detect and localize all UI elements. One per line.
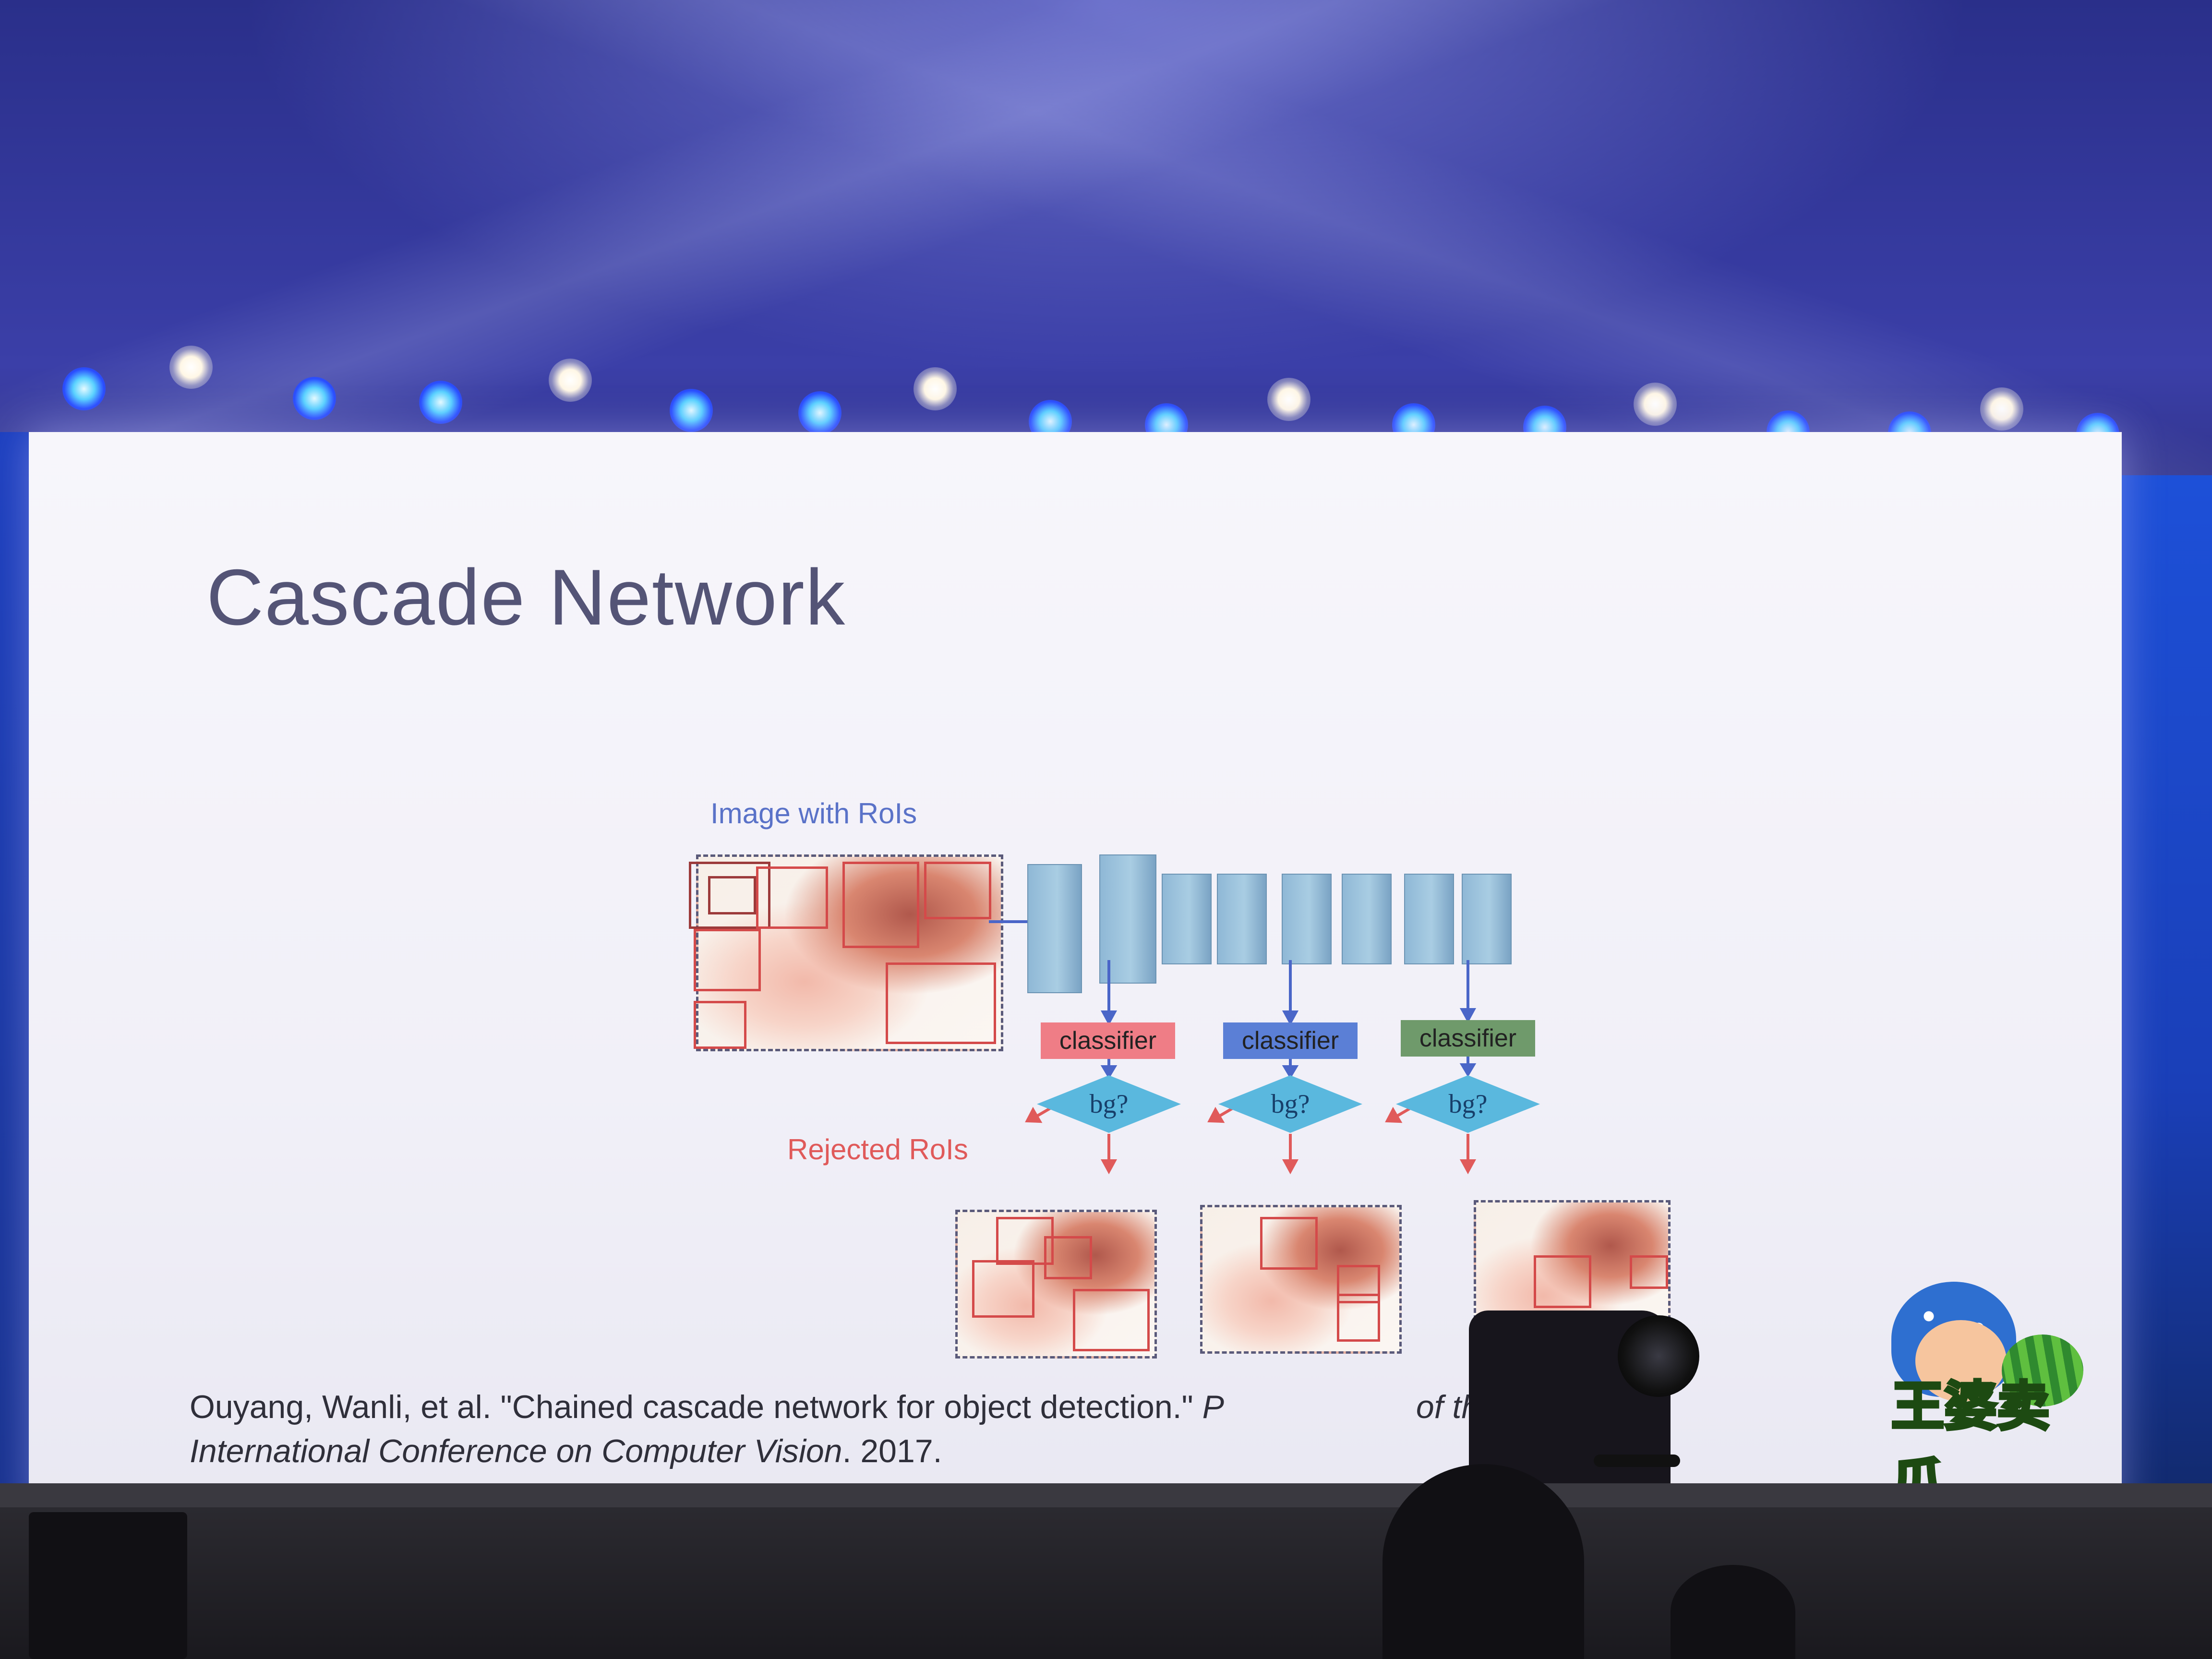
watermark-text: 王婆卖瓜 [1890,1376,2051,1515]
decision-diamond: bg? [1218,1075,1362,1133]
citation: Ouyang, Wanli, et al. "Chained cascade n… [190,1385,1918,1473]
citation-venue: International Conference on Computer Vis… [190,1433,842,1469]
roi-box [972,1260,1034,1318]
stage-light-icon [914,367,957,410]
input-image [689,854,1003,1051]
roi-box [1260,1217,1318,1270]
roi-box [694,929,761,991]
stage-light-icon [798,391,842,434]
side-led-panel-left [0,432,29,1488]
projection-screen: Cascade Network Image with RoIs [29,432,2122,1517]
mascot-face [1915,1320,2007,1402]
classifier-label: classifier [1419,1024,1517,1052]
stage-light-icon [169,346,213,389]
stage-light-icon [670,389,713,432]
decision-diamond: bg? [1037,1075,1181,1133]
stage-light-beams [0,0,2212,480]
output-image-1 [955,1210,1157,1358]
network-layer [1162,874,1212,964]
watermelon-icon [2002,1334,2083,1407]
citation-authors-title: Ouyang, Wanli, et al. "Chained cascade n… [190,1389,1202,1425]
stage-light-icon [1980,387,2023,431]
decision-label: bg? [1448,1089,1488,1119]
roi-box [1630,1255,1668,1289]
roi-box [996,1217,1054,1265]
roi-box [1044,1236,1092,1279]
camera-microphone [1594,1455,1680,1467]
citation-venue-part-a: P [1202,1389,1224,1425]
roi-box [689,862,770,929]
network-layer [1282,874,1332,964]
classifier-label: classifier [1059,1027,1157,1055]
slide-title: Cascade Network [206,553,846,641]
network-layer [1027,864,1082,993]
decision-label: bg? [1271,1089,1310,1119]
audience-head [1382,1464,1584,1659]
classifier-box: classifier [1223,1022,1358,1059]
citation-year: . 2017. [842,1433,942,1469]
roi-box [694,1001,746,1049]
roi-box [1534,1255,1591,1308]
audience-head [29,1512,187,1659]
side-led-panel-right [2122,475,2212,1493]
mascot-watermark: 王婆卖瓜 [1882,1282,2103,1515]
camera-lens [1618,1315,1699,1397]
cascade-arrows [1025,960,1477,1175]
roi-box [1337,1265,1380,1303]
roi-box [1337,1294,1380,1342]
roi-box [708,876,756,914]
rois-label: Image with RoIs [710,797,917,830]
network-layer [1217,874,1267,964]
audience-head [1671,1565,1795,1659]
roi-box [886,962,996,1044]
stage-floor [0,1507,2212,1659]
roi-box [842,862,919,948]
network-layer [1462,874,1512,964]
rejected-rois-label: Rejected RoIs [787,1133,968,1166]
roi-box [1073,1289,1150,1351]
stage-light-icon [549,359,592,402]
network-layer [1342,874,1392,964]
stage-light-icon [419,381,462,424]
classifier-box: classifier [1401,1020,1535,1057]
roi-box [756,866,828,929]
roi-box [924,862,991,919]
decision-label: bg? [1089,1089,1129,1119]
network-layer [1404,874,1454,964]
classifier-box: classifier [1041,1022,1175,1059]
stage-light-icon [62,367,106,410]
stage-light-icon [1267,378,1310,421]
decision-diamond: bg? [1396,1075,1540,1133]
stage-light-icon [293,377,336,420]
classifier-label: classifier [1241,1027,1339,1055]
stage-light-icon [1634,383,1677,426]
output-image-2 [1200,1205,1402,1354]
